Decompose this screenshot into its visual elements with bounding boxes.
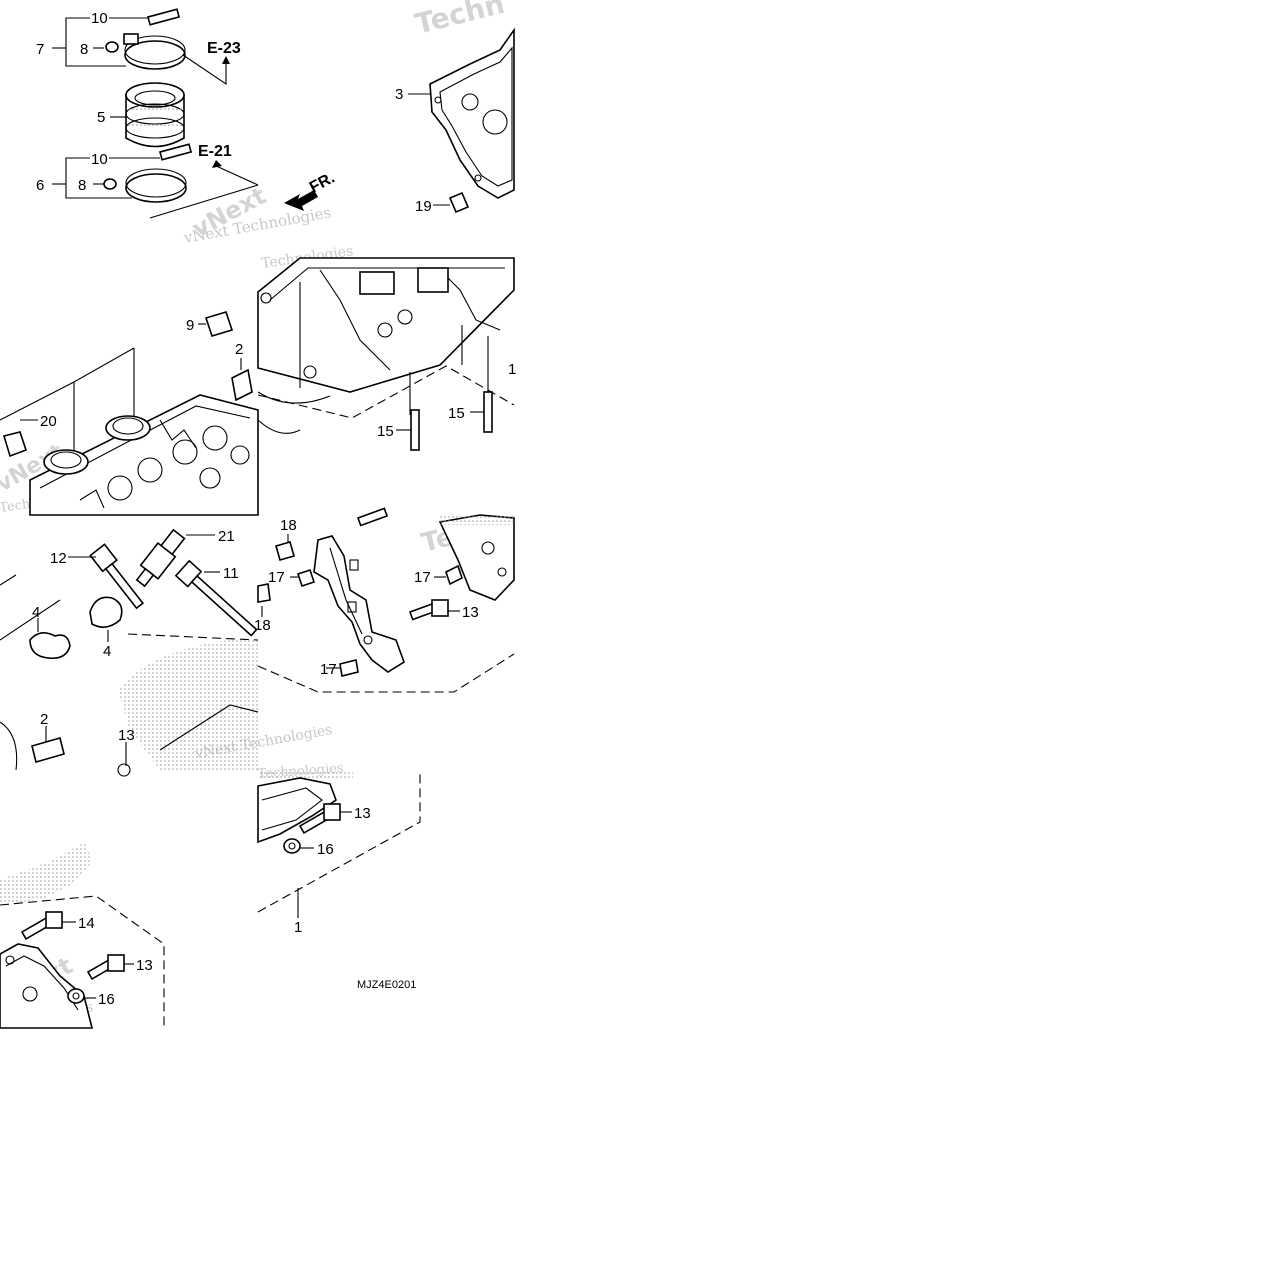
callout-20: 20 — [40, 413, 57, 430]
gasket-3 — [429, 27, 515, 199]
bolt-12 — [89, 543, 144, 610]
callout-16-right: 16 — [317, 841, 334, 858]
stud-15-right — [483, 391, 493, 433]
tile-cylinder-head-left: 9 2 20 — [0, 311, 259, 516]
collar-17-b — [445, 564, 463, 586]
bolt-13-top — [356, 507, 389, 527]
callout-13-bracket: 13 — [462, 604, 479, 621]
callout-13-tile5: 13 — [118, 727, 135, 744]
callout-8-upper: 8 — [80, 41, 88, 58]
dowel-2-upper — [231, 368, 253, 402]
tile-intake-joint: FR. E-23 E-21 10 7 8 5 10 6 8 — [36, 8, 338, 219]
hose-5 — [125, 82, 185, 148]
collar-18-upper — [275, 541, 295, 561]
callout-10-upper: 10 — [91, 10, 108, 27]
washer-16-cover — [67, 988, 85, 1004]
washer-16-right — [283, 838, 301, 854]
callout-7: 7 — [36, 41, 44, 58]
callout-11: 11 — [223, 565, 239, 582]
callout-5: 5 — [97, 109, 105, 126]
callout-1-upper: 1 — [508, 361, 516, 378]
clamp-7 — [124, 40, 186, 70]
callout-14: 14 — [78, 915, 95, 932]
cover-casting — [0, 943, 94, 1029]
tile-cylinder-head-right: 15 15 1 — [257, 257, 516, 451]
nut-8-lower — [103, 178, 117, 190]
callout-21: 21 — [218, 528, 235, 545]
ref-e23: E-23 — [207, 40, 241, 57]
spark-plug-21 — [135, 528, 186, 588]
bolt-10-upper — [147, 8, 181, 26]
cover-dotted — [0, 842, 92, 904]
callout-15-right: 15 — [448, 405, 465, 422]
callout-12: 12 — [50, 550, 67, 567]
collar-17-a — [296, 568, 316, 588]
callout-17-b: 17 — [414, 569, 431, 586]
callout-18-upper: 18 — [280, 517, 297, 534]
watermark-techn: Techn — [412, 0, 508, 41]
callout-17-c: 17 — [320, 661, 337, 678]
ref-e21: E-21 — [198, 143, 232, 160]
diagram-code: MJZ4E0201 — [357, 979, 416, 991]
front-arrow — [284, 190, 318, 211]
tile-head-cover-right: 13 16 1 MJZ4E0201 — [257, 771, 421, 991]
collar-17-c — [339, 659, 359, 677]
callout-15-left: 15 — [377, 423, 394, 440]
callout-8-lower: 8 — [78, 177, 86, 194]
callout-19: 19 — [415, 198, 432, 215]
callout-6: 6 — [36, 177, 44, 194]
dowel-2-lower — [31, 737, 65, 763]
callout-3: 3 — [395, 86, 403, 103]
tile-head-gasket: 3 19 — [395, 27, 515, 215]
callout-13-right: 13 — [354, 805, 371, 822]
plug-20 — [2, 431, 28, 458]
o-ring-4-left — [29, 632, 71, 660]
seal-9 — [204, 311, 234, 337]
callout-4-right: 4 — [103, 643, 111, 660]
callout-1-lower: 1 — [294, 919, 302, 936]
cylinder-head-right — [257, 257, 515, 393]
cylinder-head-left — [29, 394, 259, 516]
callout-13-cover: 13 — [136, 957, 153, 974]
callout-2-lower: 2 — [40, 711, 48, 728]
dowel-19 — [448, 191, 470, 214]
clamp-6 — [125, 173, 187, 203]
tile-bracket: 18 17 17 13 18 17 — [254, 507, 515, 693]
callout-9: 9 — [186, 317, 194, 334]
nut-8-upper — [105, 41, 119, 53]
callout-18-lower: 18 — [254, 617, 271, 634]
callout-17-a: 17 — [268, 569, 285, 586]
callout-2-upper: 2 — [235, 341, 243, 358]
collar-18-lower — [257, 583, 271, 603]
o-ring-4-right — [89, 596, 123, 628]
stud-15-left — [410, 409, 420, 451]
bolt-11 — [174, 559, 258, 637]
callout-16-cover: 16 — [98, 991, 115, 1008]
callout-10-lower: 10 — [91, 151, 108, 168]
tile-head-cover: 14 13 16 — [0, 842, 165, 1029]
callout-4-left: 4 — [32, 604, 40, 621]
bolt-10-lower — [159, 143, 193, 161]
tile-spark-plug: 12 21 11 4 4 2 13 — [0, 528, 259, 777]
housing-dotted — [118, 640, 258, 770]
mount-bracket — [313, 535, 405, 673]
